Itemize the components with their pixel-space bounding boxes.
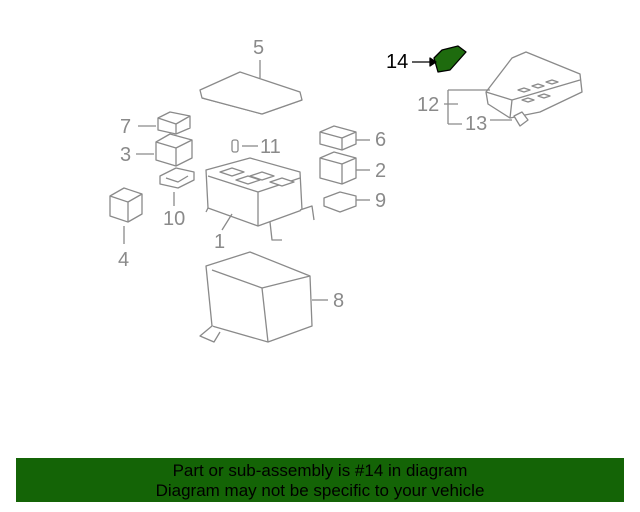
callout-4: 4 bbox=[118, 249, 130, 271]
part-6-relay[interactable] bbox=[319, 125, 370, 151]
part-13-pin[interactable] bbox=[490, 111, 529, 127]
callout-1: 1 bbox=[214, 231, 226, 253]
part-10-clip[interactable] bbox=[159, 167, 195, 206]
part-5-cover[interactable] bbox=[199, 60, 303, 115]
part-7-relay[interactable] bbox=[138, 111, 191, 135]
callout-12: 12 bbox=[417, 94, 440, 116]
part-8-tray[interactable] bbox=[199, 251, 328, 343]
part-9-bracket[interactable] bbox=[323, 191, 370, 213]
part-2-relay[interactable] bbox=[319, 151, 370, 185]
callout-2: 2 bbox=[375, 160, 387, 182]
callout-9: 9 bbox=[375, 190, 387, 212]
callout-5: 5 bbox=[253, 37, 265, 59]
banner-line-1: Part or sub-assembly is #14 in diagram bbox=[172, 461, 468, 480]
part-1-fuse-box[interactable] bbox=[205, 157, 315, 241]
part-11-fuse[interactable] bbox=[231, 139, 258, 153]
banner-line-2: Diagram may not be specific to your vehi… bbox=[155, 481, 485, 500]
part-12-junction-block[interactable] bbox=[444, 51, 583, 125]
callout-6: 6 bbox=[375, 129, 387, 151]
callout-3: 3 bbox=[120, 144, 132, 166]
part-4-relay[interactable] bbox=[109, 187, 143, 244]
callout-8: 8 bbox=[333, 290, 345, 312]
info-banner: Part or sub-assembly is #14 in diagram D… bbox=[16, 458, 624, 502]
callout-10: 10 bbox=[163, 208, 186, 230]
callout-7: 7 bbox=[120, 116, 132, 138]
part-14-highlighted[interactable] bbox=[412, 45, 467, 73]
callout-11: 11 bbox=[260, 136, 281, 158]
callout-14: 14 bbox=[386, 51, 409, 73]
callout-13: 13 bbox=[465, 113, 488, 135]
part-3-relay[interactable] bbox=[136, 133, 193, 167]
